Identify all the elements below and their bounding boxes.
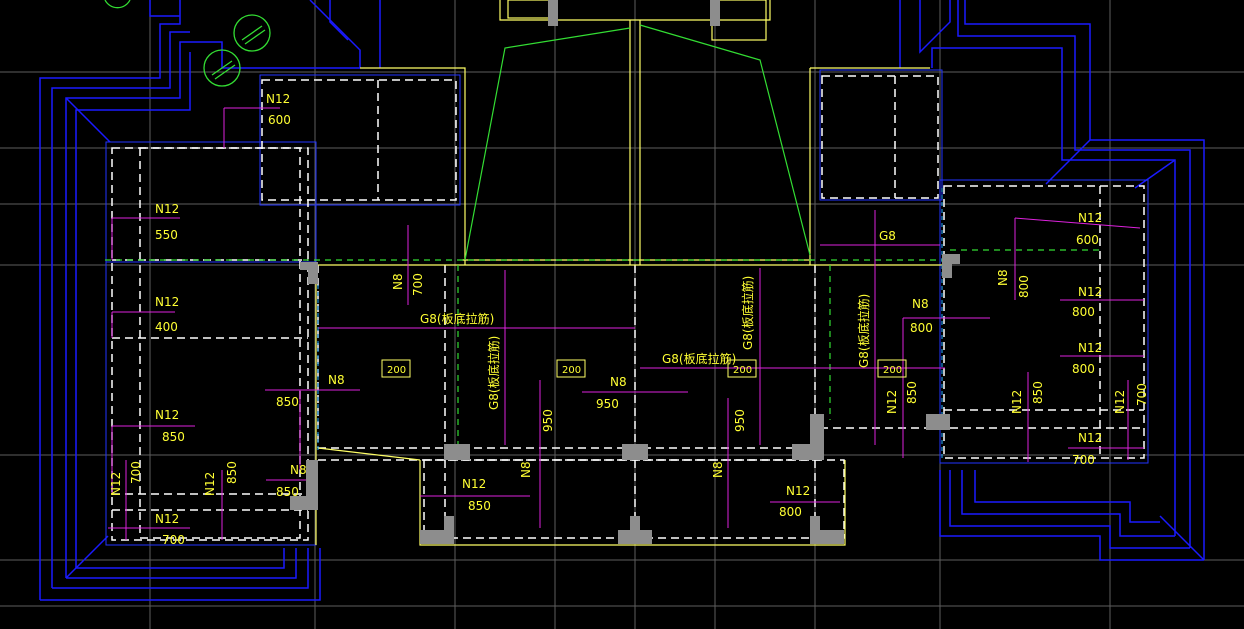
svg-text:N12: N12 (155, 202, 179, 216)
svg-text:200: 200 (387, 365, 406, 376)
svg-text:N8: N8 (711, 461, 725, 478)
svg-text:700: 700 (1135, 383, 1149, 406)
svg-text:N8: N8 (912, 297, 929, 311)
svg-text:800: 800 (910, 321, 933, 335)
svg-text:N12: N12 (155, 408, 179, 422)
svg-text:850: 850 (276, 485, 299, 499)
svg-text:850: 850 (162, 430, 185, 444)
svg-text:N8: N8 (391, 273, 405, 290)
svg-text:850: 850 (225, 461, 239, 484)
svg-text:N12: N12 (109, 472, 123, 496)
svg-text:N8: N8 (996, 269, 1010, 286)
svg-text:800: 800 (1072, 362, 1095, 376)
svg-text:600: 600 (268, 113, 291, 127)
svg-text:600: 600 (1076, 233, 1099, 247)
svg-text:N12: N12 (885, 390, 899, 414)
columns (290, 0, 960, 544)
svg-text:N8: N8 (519, 461, 533, 478)
svg-text:200: 200 (733, 365, 752, 376)
stair-ramp (105, 24, 1100, 460)
svg-text:700: 700 (411, 273, 425, 296)
svg-text:G8(板底拉筋): G8(板底拉筋) (740, 276, 755, 350)
svg-text:N12: N12 (203, 472, 217, 496)
svg-text:G8: G8 (879, 229, 896, 243)
svg-text:G8(板底拉筋): G8(板底拉筋) (420, 311, 494, 326)
rebar-dimension-lines (108, 107, 1144, 540)
svg-text:850: 850 (276, 395, 299, 409)
svg-text:700: 700 (129, 461, 143, 484)
svg-text:950: 950 (733, 409, 747, 432)
section-marker-icon (381, 359, 907, 378)
svg-text:950: 950 (541, 409, 555, 432)
svg-text:200: 200 (562, 365, 581, 376)
svg-text:N8: N8 (290, 463, 307, 477)
svg-text:N12: N12 (1078, 431, 1102, 445)
svg-text:G8(板底拉筋): G8(板底拉筋) (856, 294, 871, 368)
svg-text:550: 550 (155, 228, 178, 242)
svg-text:800: 800 (779, 505, 802, 519)
annotation-labels: N12 600 N12 550 N12 400 N12 850 N12 700 … (109, 92, 1149, 547)
svg-text:N12: N12 (1010, 390, 1024, 414)
svg-text:N8: N8 (328, 373, 345, 387)
slab-edges (315, 0, 945, 546)
svg-text:700: 700 (1072, 453, 1095, 467)
svg-text:400: 400 (155, 320, 178, 334)
wall-outlines (39, 0, 1205, 601)
svg-text:N12: N12 (155, 295, 179, 309)
svg-text:700: 700 (162, 533, 185, 547)
svg-text:200: 200 (883, 365, 902, 376)
svg-text:N12: N12 (1078, 211, 1102, 225)
svg-text:N8: N8 (610, 375, 627, 389)
svg-text:950: 950 (596, 397, 619, 411)
svg-text:850: 850 (905, 381, 919, 404)
dashed-walls (111, 75, 1145, 541)
svg-text:850: 850 (1031, 381, 1045, 404)
svg-text:N12: N12 (1078, 285, 1102, 299)
svg-text:800: 800 (1017, 275, 1031, 298)
svg-text:G8(板底拉筋): G8(板底拉筋) (486, 336, 501, 410)
svg-text:N12: N12 (1078, 341, 1102, 355)
svg-text:N12: N12 (266, 92, 290, 106)
svg-text:850: 850 (468, 499, 491, 513)
north-arrow-icon (104, 0, 271, 87)
svg-text:N12: N12 (1113, 390, 1127, 414)
svg-text:G8(板底拉筋): G8(板底拉筋) (662, 351, 736, 366)
svg-text:800: 800 (1072, 305, 1095, 319)
svg-text:N12: N12 (786, 484, 810, 498)
svg-text:N12: N12 (462, 477, 486, 491)
svg-text:N12: N12 (155, 512, 179, 526)
